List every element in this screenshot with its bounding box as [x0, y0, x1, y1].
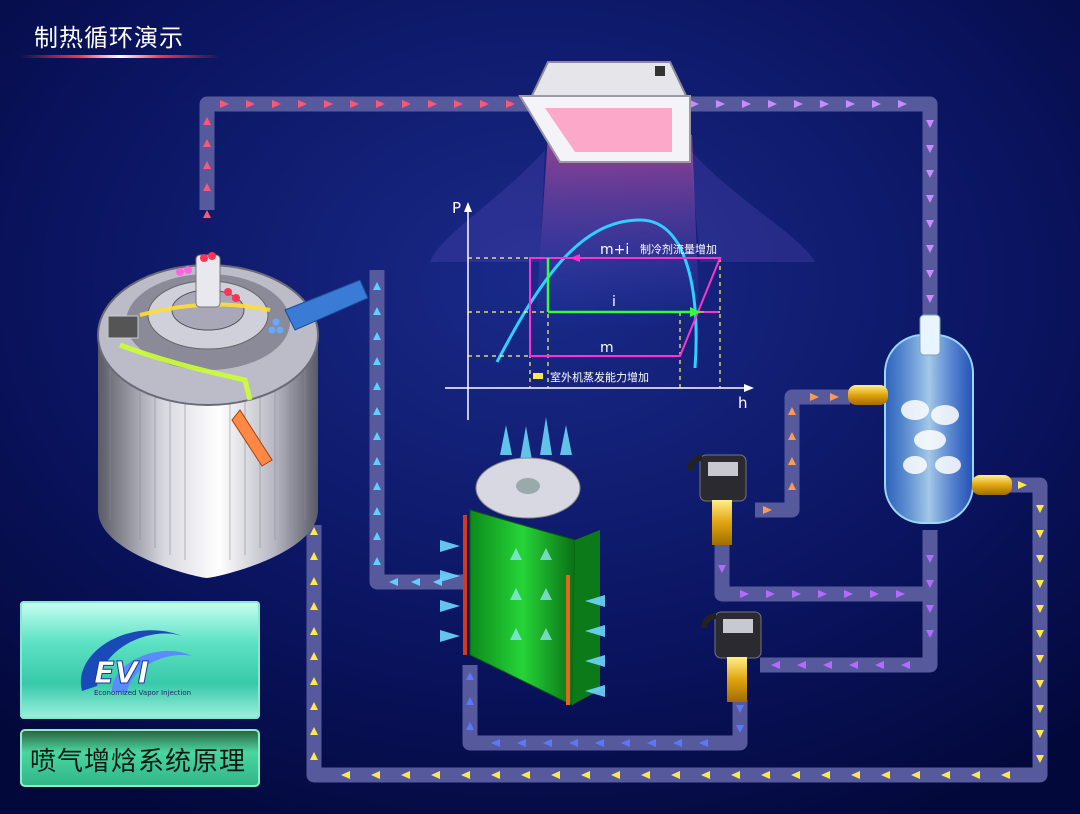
terminal-box — [107, 315, 139, 339]
arrows-hot-right — [220, 100, 515, 108]
pipe-upper-valve-return — [714, 545, 930, 602]
p-axis-label: P — [452, 199, 461, 217]
indoor-unit — [430, 61, 815, 330]
discharge-stub — [195, 254, 221, 308]
saturation-dome — [495, 218, 698, 369]
valve-coil — [714, 611, 762, 659]
logo-swoosh-inner — [112, 650, 192, 693]
economizer-tank — [848, 314, 1012, 524]
valve-label — [723, 619, 753, 633]
valve-body — [727, 657, 747, 702]
line-top-label: m+i — [600, 242, 629, 258]
valve-label — [708, 462, 738, 476]
arrows-yellow — [310, 481, 1044, 779]
line-bottom-label: m — [600, 340, 614, 356]
arrows-orange — [763, 393, 839, 514]
page-title: 制热循环演示 — [34, 24, 184, 52]
logo-brand: EVI — [94, 656, 149, 691]
arrows-cool-down — [373, 282, 442, 586]
diagram-caption: 喷气增焓系统原理 — [30, 747, 247, 777]
flow-increase-note: 制冷剂流量增加 — [640, 242, 717, 256]
ph-chart: P h m+i i m 制冷剂流量增加 室外机蒸发能力增加 — [445, 199, 754, 420]
p-axis-arrow — [464, 202, 472, 212]
h-axis-label: h — [738, 394, 748, 412]
intake-arrows — [440, 540, 605, 697]
evi-logo: EVI Economized Vapor Injection — [80, 630, 192, 697]
coil-side — [572, 530, 600, 705]
injection-path — [119, 342, 253, 401]
capacity-increase-note: 室外机蒸发能力增加 — [550, 370, 649, 384]
arrows-blue — [466, 672, 744, 747]
flow-arrows — [203, 100, 1044, 779]
pipe-lower-valve — [760, 530, 938, 673]
line-mid-label: i — [612, 294, 616, 310]
tank-port-left — [848, 385, 888, 405]
coil-flow — [510, 548, 552, 640]
logo-swoosh-outer — [80, 630, 182, 691]
pipe-valve-to-tank — [755, 389, 850, 518]
arrows-violet-right — [690, 100, 907, 108]
valve-body — [712, 500, 732, 545]
flow-left-arrow — [570, 254, 580, 262]
cassette-vent — [655, 66, 665, 76]
tank-bubbles — [901, 400, 961, 474]
outdoor-unit — [440, 417, 605, 706]
exhaust-arrows — [500, 417, 572, 460]
evi-logo-panel: EVI Economized Vapor Injection — [20, 601, 260, 719]
cassette-grille — [545, 108, 672, 152]
arrows-hot-up — [203, 117, 211, 218]
h-axis-arrow — [744, 384, 754, 392]
arrows-violet-lower — [718, 555, 934, 669]
title-underline — [20, 55, 220, 58]
warm-air-plume — [430, 135, 815, 330]
cycle-outline — [529, 257, 722, 357]
injection-port — [231, 409, 273, 467]
solenoid-valve-lower — [701, 611, 762, 702]
tank-inlet — [919, 314, 941, 356]
arrows-violet-down — [926, 120, 934, 303]
capacity-marker — [533, 373, 543, 379]
solenoid-valve-upper — [687, 454, 747, 545]
tank-port-right — [972, 475, 1012, 495]
scroll-compressor — [97, 252, 369, 578]
caption-panel: 喷气增焓系统原理 — [20, 729, 260, 787]
suction-port — [284, 279, 369, 331]
valve-coil — [699, 454, 747, 502]
logo-subtitle: Economized Vapor Injection — [94, 689, 191, 697]
injection-arrow — [690, 307, 700, 317]
tank-body — [884, 334, 974, 524]
pipe-injection-return — [306, 477, 1048, 783]
